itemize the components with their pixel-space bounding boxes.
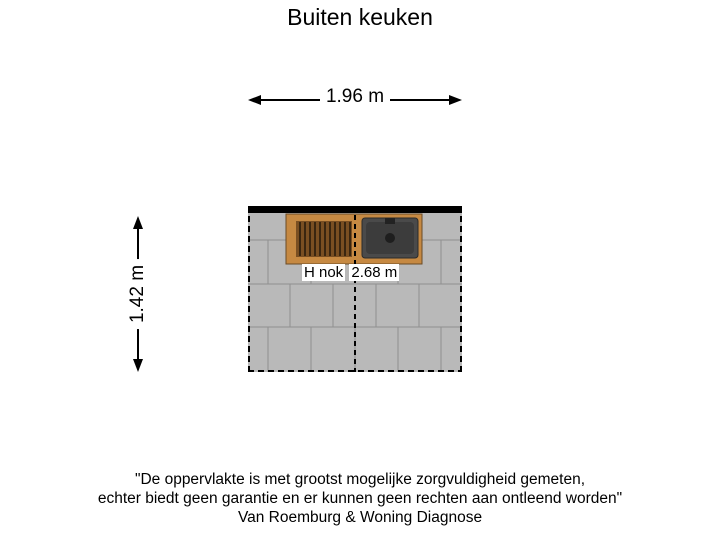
height-dimension-label: 1.42 m [127, 258, 149, 330]
floor-plan [248, 206, 462, 372]
disclaimer: "De oppervlakte is met grootst mogelijke… [0, 470, 720, 527]
sink-icon [361, 217, 419, 259]
wall [248, 206, 462, 213]
disclaimer-line-1: "De oppervlakte is met grootst mogelijke… [134, 471, 586, 488]
ridge-height-label: H nok 2.68 m [302, 264, 400, 281]
floor-plan-drawing [248, 206, 462, 372]
arrow-right-icon [449, 95, 462, 105]
arrow-up-icon [133, 216, 143, 229]
floor-plan-title: Buiten keuken [287, 4, 433, 30]
width-dimension-line [252, 99, 458, 101]
grill-icon [296, 221, 352, 257]
disclaimer-line-2: echter biedt geen garantie en er kunnen … [97, 490, 623, 507]
width-dimension-label: 1.96 m [248, 86, 462, 108]
arrow-down-icon [133, 359, 143, 372]
outline-dashed [248, 206, 462, 372]
disclaimer-line-3: Van Roemburg & Woning Diagnose [237, 509, 483, 526]
arrow-left-icon [248, 95, 261, 105]
width-dimension: 1.96 m [248, 86, 462, 114]
height-dimension: 1.42 m [126, 216, 150, 372]
